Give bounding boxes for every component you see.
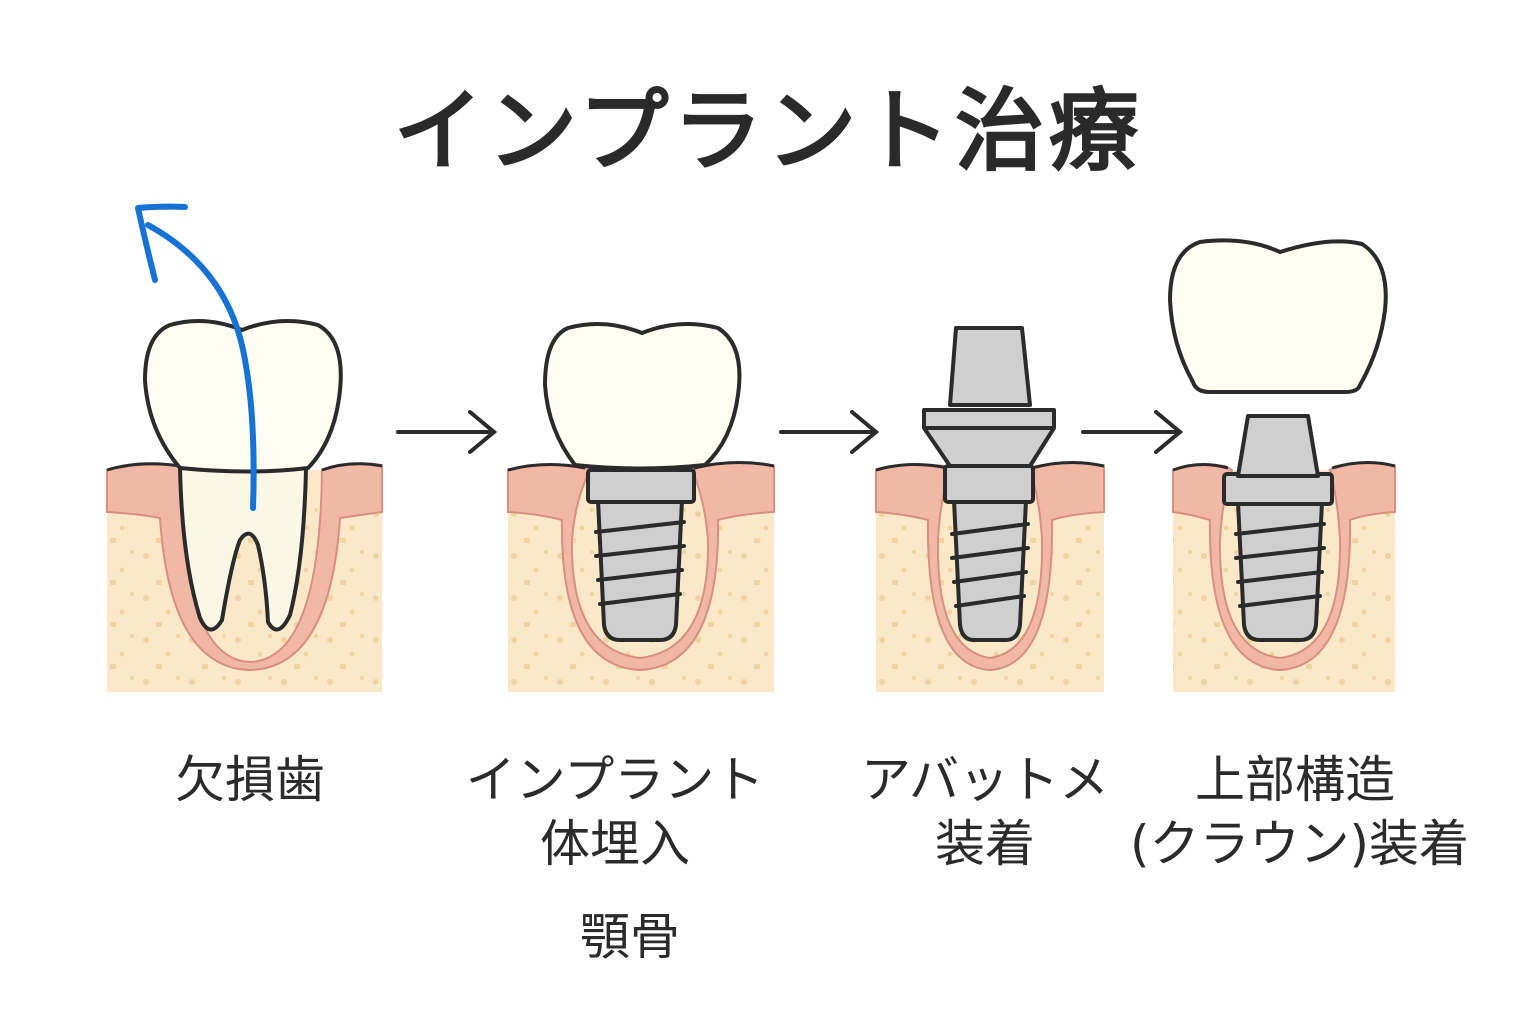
- implant-threads: [594, 520, 686, 606]
- crown-restoration: [1168, 238, 1388, 394]
- tooth-root: [178, 466, 308, 632]
- implant-threads: [1234, 522, 1326, 608]
- abutment: [1236, 414, 1320, 478]
- step-label-crown: 上部構造 (クラウン)装着: [1130, 751, 1470, 873]
- implant-fixture: [952, 498, 1028, 642]
- extraction-arrow: [135, 203, 257, 511]
- step-arrow-1: [396, 410, 498, 454]
- panel-missing-tooth: [106, 203, 383, 692]
- step-label-missing-tooth: 欠損歯: [175, 751, 325, 809]
- step-label-implant-placement: インプラント 体埋入: [465, 751, 765, 873]
- implant-fixture: [1236, 500, 1324, 642]
- implant-collar: [586, 468, 696, 504]
- step-arrow-3: [1081, 410, 1184, 454]
- step-arrow-2: [779, 410, 880, 454]
- step-label-abutment: アバットメ 装着: [861, 751, 1109, 873]
- implant-threads: [950, 522, 1030, 608]
- panel-abutment: [875, 326, 1105, 692]
- tooth-crown: [143, 319, 343, 474]
- jawbone-label: 顎骨: [580, 908, 680, 966]
- page-title: インプラント治療: [393, 79, 1143, 184]
- panel-crown: [1168, 238, 1396, 692]
- tooth-crown: [543, 322, 742, 471]
- implant-fixture: [596, 498, 684, 642]
- abutment: [948, 326, 1032, 407]
- panel-implant-placement: [507, 322, 775, 692]
